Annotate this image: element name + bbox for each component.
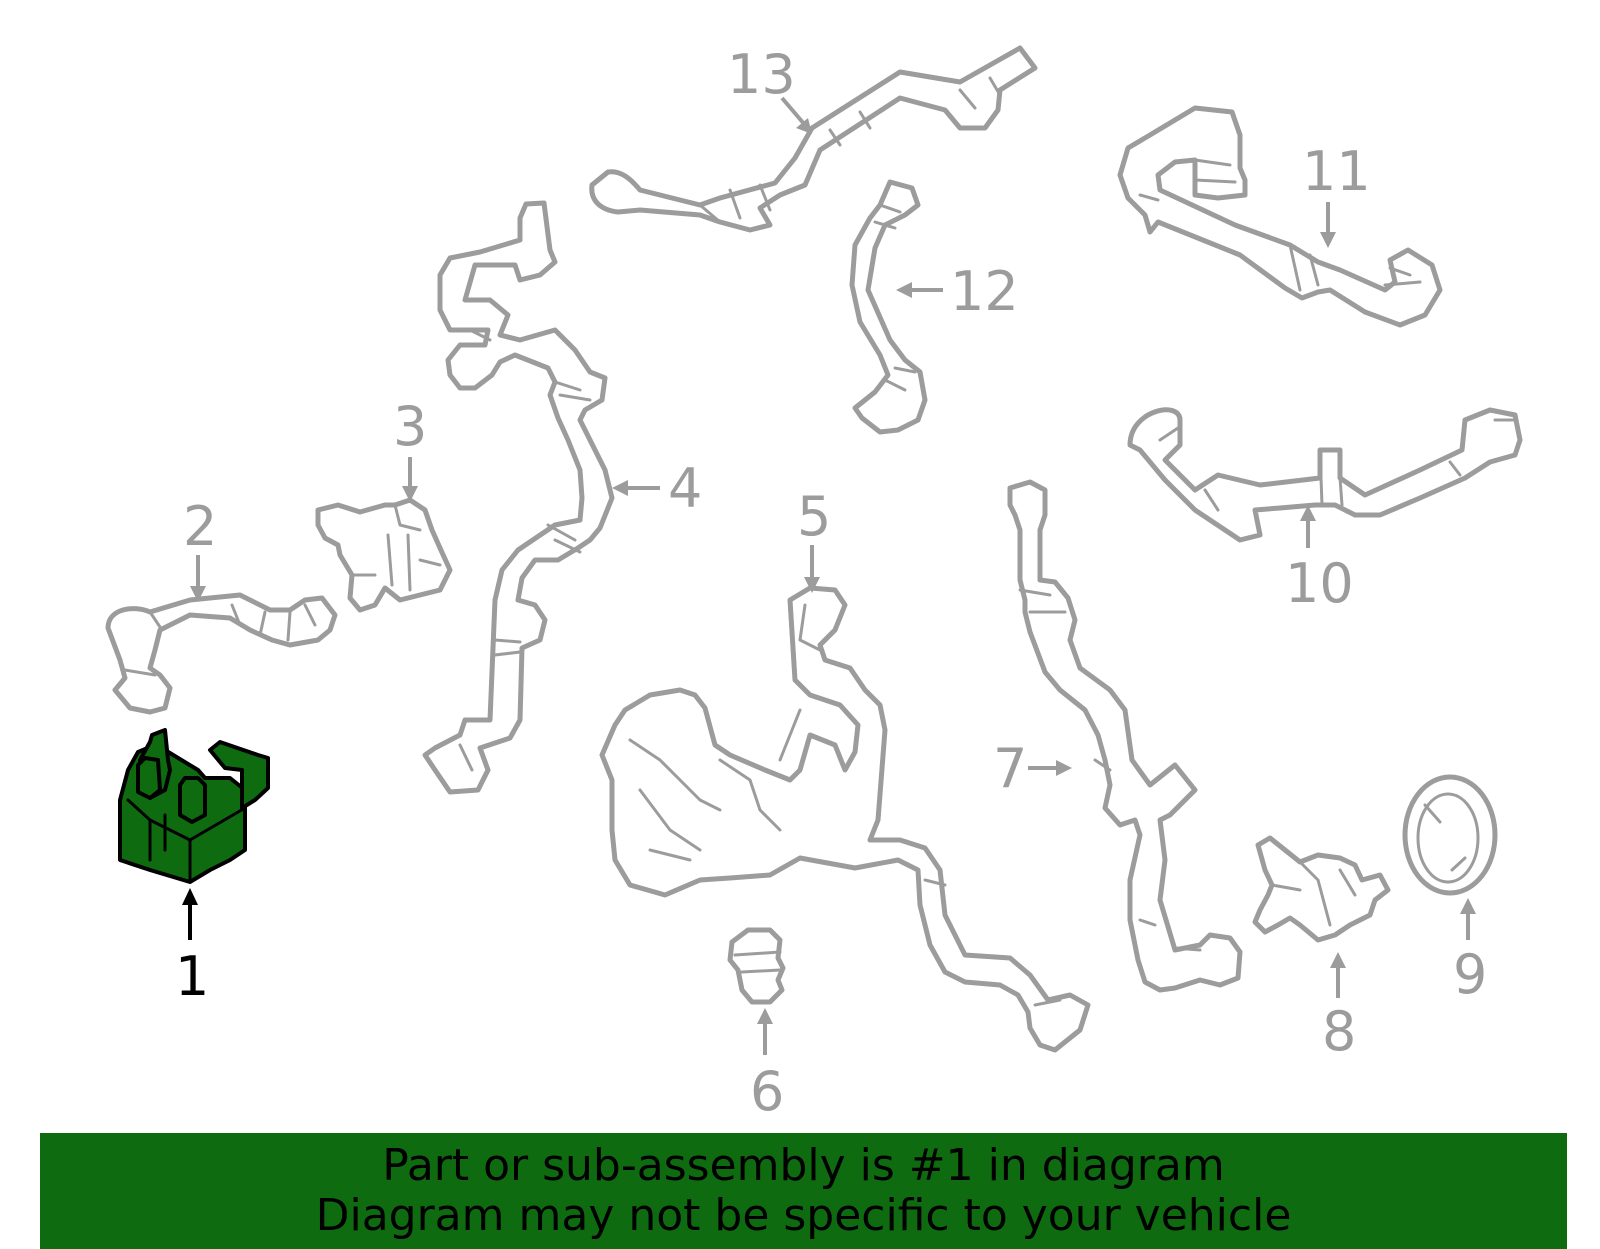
banner-line-2: Diagram may not be specific to your vehi… [315, 1190, 1292, 1241]
callout-2[interactable]: 2 [183, 495, 217, 602]
part-13-hose[interactable] [589, 45, 1038, 233]
callout-6[interactable]: 6 [750, 1008, 784, 1123]
callout-label-10: 10 [1285, 552, 1354, 615]
callout-label-13: 13 [727, 43, 796, 106]
callout-12[interactable]: 12 [896, 260, 1019, 323]
callout-10[interactable]: 10 [1285, 505, 1354, 615]
banner-background [40, 1133, 1567, 1249]
callout-label-5: 5 [797, 485, 831, 548]
callout-3[interactable]: 3 [393, 395, 427, 502]
banner-line-1: Part or sub-assembly is #1 in diagram [382, 1140, 1225, 1191]
callout-label-11: 11 [1302, 140, 1371, 203]
part-2-hose[interactable] [105, 592, 338, 715]
part-3-valve[interactable] [315, 497, 453, 613]
callout-5[interactable]: 5 [797, 485, 831, 593]
part-1-highlighted[interactable] [118, 728, 270, 884]
callout-label-9: 9 [1453, 943, 1487, 1006]
callout-label-12: 12 [950, 260, 1019, 323]
callout-label-8: 8 [1322, 1000, 1356, 1063]
part-11-hose[interactable] [1117, 105, 1443, 328]
part-5-hose-assembly[interactable] [599, 585, 1091, 1053]
callout-8[interactable]: 8 [1322, 952, 1356, 1063]
callout-1[interactable]: 1 [175, 888, 209, 1008]
part-10-hose[interactable] [1127, 407, 1523, 543]
callout-13[interactable]: 13 [727, 43, 812, 134]
callout-label-6: 6 [750, 1060, 784, 1123]
callout-label-7: 7 [993, 737, 1027, 800]
part-12-hose[interactable] [849, 179, 928, 435]
part-8-pump[interactable] [1252, 835, 1391, 943]
callout-label-4: 4 [668, 457, 702, 520]
callout-label-3: 3 [393, 395, 427, 458]
callout-9[interactable]: 9 [1453, 898, 1487, 1006]
callout-label-2: 2 [183, 495, 217, 558]
callout-7[interactable]: 7 [993, 737, 1072, 800]
part-6-fitting[interactable] [727, 927, 786, 1005]
part-4-hose[interactable] [422, 200, 615, 795]
part-9-clamp[interactable] [1402, 774, 1498, 896]
callout-11[interactable]: 11 [1302, 140, 1371, 248]
callout-4[interactable]: 4 [612, 457, 702, 520]
part-7-hose[interactable] [1007, 479, 1243, 993]
callout-label-1: 1 [175, 945, 209, 1008]
info-banner: Part or sub-assembly is #1 in diagram Di… [40, 1133, 1567, 1249]
